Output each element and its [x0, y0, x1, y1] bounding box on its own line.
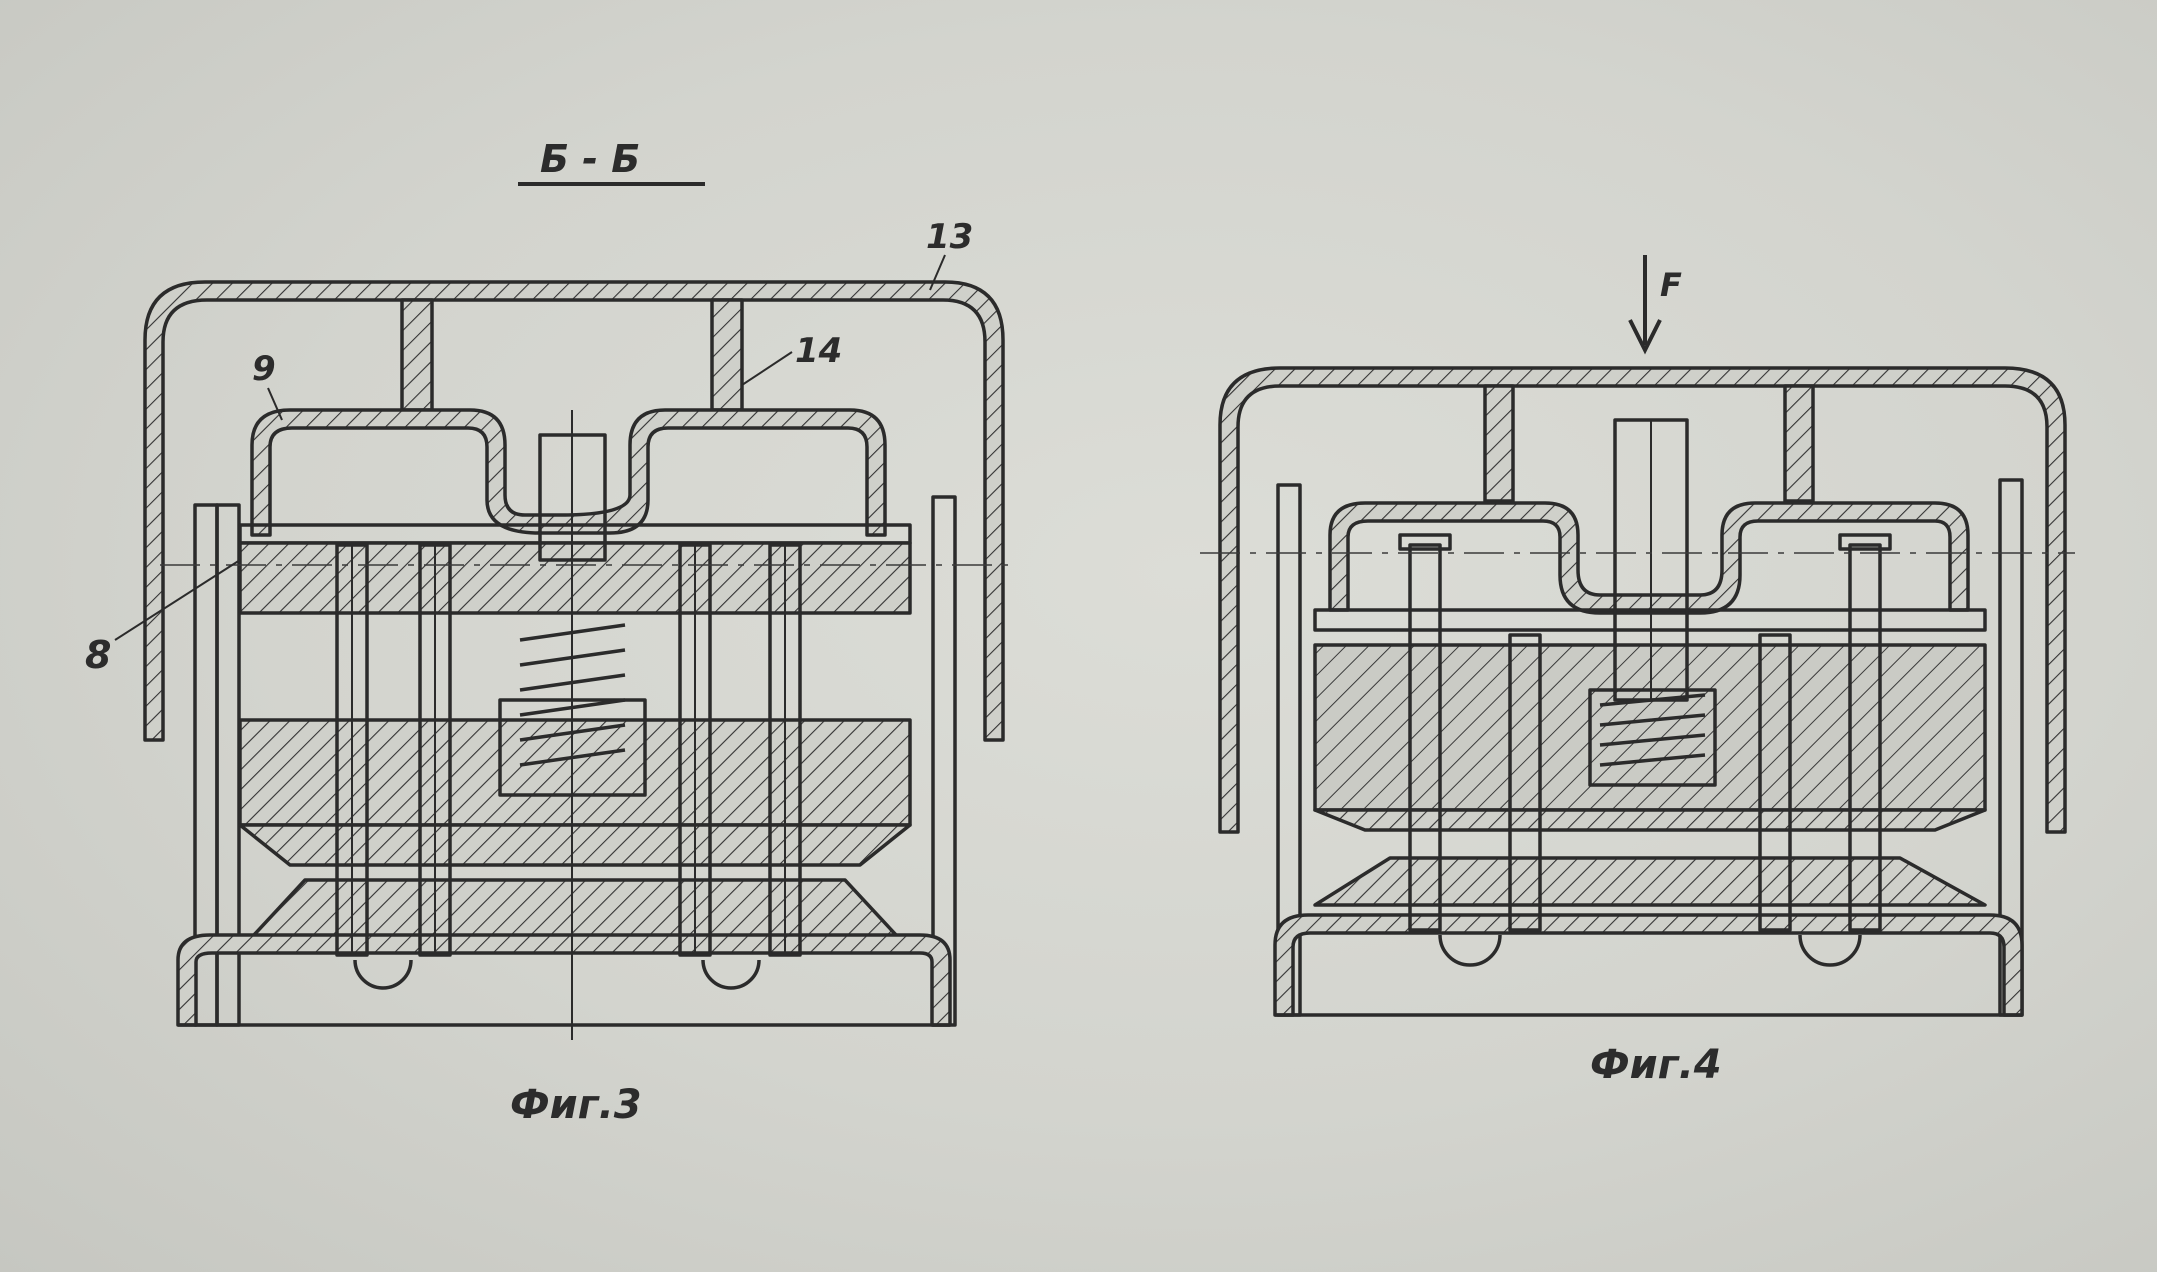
spring-cavity [1588, 688, 1717, 787]
spring [1599, 693, 1706, 767]
figure-4: F [1200, 255, 2075, 1088]
caption-fig3: Фиг.3 [510, 1082, 642, 1128]
callout-9: 9 [252, 349, 276, 389]
rod [1508, 633, 1542, 932]
rod-cap [1838, 533, 1892, 551]
leader-14 [741, 351, 793, 386]
leader-8 [114, 559, 241, 641]
screw-head-right [701, 959, 761, 990]
leader-9 [267, 387, 283, 421]
lower-trapezoid [1313, 808, 1987, 832]
force-arrowhead [1628, 319, 1662, 355]
figure-3: 13 14 9 8 Фиг.3 [85, 217, 1015, 1128]
lower-trapezoid [238, 823, 912, 867]
callout-13: 13 [926, 217, 973, 257]
rib-14 [710, 298, 744, 412]
rod [1848, 543, 1882, 932]
rods [335, 543, 802, 957]
rods [1398, 533, 1892, 932]
cover [1218, 366, 2067, 834]
upper-block-8 [238, 541, 912, 615]
callout-8: 8 [85, 633, 111, 677]
callout-14: 14 [795, 331, 842, 371]
rib-left [1483, 384, 1515, 503]
caption-fig4: Фиг.4 [1590, 1042, 1722, 1088]
middle-body [238, 718, 912, 827]
rib-right [1783, 384, 1815, 503]
section-label: Б - Б [540, 137, 640, 181]
base-plate [1313, 856, 1987, 907]
rod [1408, 543, 1442, 932]
screw-head-right [1798, 934, 1862, 967]
base-frame [176, 933, 952, 1027]
pressure-plate [1328, 501, 1970, 615]
plate-9 [250, 408, 887, 537]
spring [519, 623, 626, 767]
base-frame [1273, 913, 2024, 1017]
rib-left [400, 298, 434, 412]
screw-head-left [1438, 934, 1502, 967]
rod [1758, 633, 1792, 932]
cover-13 [143, 280, 1005, 742]
leader-13 [929, 254, 946, 291]
force-label: F [1660, 266, 1682, 304]
screw-head-left [353, 959, 413, 990]
rod-cap [1398, 533, 1452, 551]
